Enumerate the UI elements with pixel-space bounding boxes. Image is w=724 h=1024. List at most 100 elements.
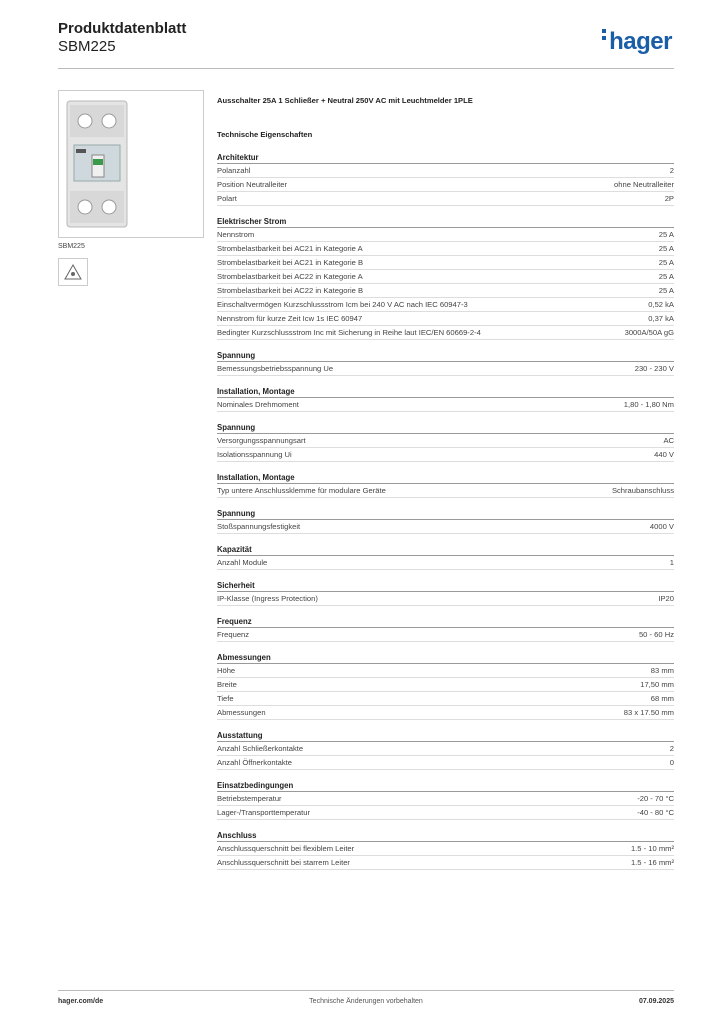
spec-label: Anschlussquerschnitt bei starrem Leiter [217,858,350,867]
spec-value: Schraubanschluss [611,486,674,495]
page-header: Produktdatenblatt SBM225 hager [58,20,674,70]
spec-label: Typ untere Anschlussklemme für modulare … [217,486,386,495]
spec-value: 25 A [658,244,674,253]
spec-value: 17,50 mm [640,680,674,689]
spec-label: Bedingter Kurzschlussstrom Inc mit Siche… [217,328,481,337]
spec-value: IP20 [658,594,674,603]
spec-value: 230 - 230 V [634,364,674,373]
footer-note: Technische Änderungen vorbehalten [309,998,423,1005]
spec-label: Nennstrom [217,230,255,239]
spec-value: 0,37 kA [648,314,674,323]
spec-value: ohne Neutralleiter [614,180,674,189]
spec-row: Bedingter Kurzschlussstrom Inc mit Siche… [217,326,674,340]
spec-row: IP-Klasse (Ingress Protection) IP20 [217,592,674,606]
section-heading: Elektrischer Strom [217,216,674,228]
spec-row: Nennstrom für kurze Zeit Icw 1s IEC 6094… [217,312,674,326]
document-title: Produktdatenblatt [58,20,187,37]
section-heading: Anschluss [217,830,674,842]
product-description: Ausschalter 25A 1 Schließer + Neutral 25… [217,96,473,105]
spec-label: Position Neutralleiter [217,180,288,189]
spec-value: 25 A [658,286,674,295]
section-heading: Spannung [217,350,674,362]
spec-value: 1.5 - 10 mm² [630,844,674,853]
spec-value: 0,52 kA [648,300,674,309]
spec-label: Anzahl Öffnerkontakte [217,758,292,767]
hager-logo: hager [602,28,672,56]
circuit-breaker-image [66,100,128,228]
spec-row: Polanzahl 2 [217,164,674,178]
spec-label: Anzahl Schließerkontakte [217,744,304,753]
spec-label: IP-Klasse (Ingress Protection) [217,594,318,603]
spec-value: 83 mm [650,666,674,675]
spec-value: 0 [669,758,674,767]
product-image-caption: SBM225 [58,243,85,250]
spec-value: 50 - 60 Hz [638,630,674,639]
section-heading: Abmessungen [217,652,674,664]
spec-row: Strombelastbarkeit bei AC22 in Kategorie… [217,284,674,298]
spec-label: Versorgungsspannungsart [217,436,306,445]
spec-label: Nennstrom für kurze Zeit Icw 1s IEC 6094… [217,314,363,323]
spec-label: Abmessungen [217,708,266,717]
spec-label: Strombelastbarkeit bei AC22 in Kategorie… [217,272,363,281]
spec-label: Strombelastbarkeit bei AC21 in Kategorie… [217,244,363,253]
spec-row: Anschlussquerschnitt bei flexiblem Leite… [217,842,674,856]
spec-label: Anzahl Module [217,558,268,567]
spec-row: Einschaltvermögen Kurzschlussstrom Icm b… [217,298,674,312]
logo-text: hager [609,28,672,55]
spec-value: 1.5 - 16 mm² [630,858,674,867]
spec-value: 83 x 17.50 mm [623,708,674,717]
section-heading: Ausstattung [217,730,674,742]
section-heading: Installation, Montage [217,386,674,398]
footer-date: 07.09.2025 [638,998,674,1005]
product-image-frame [58,90,204,238]
section-heading: Installation, Montage [217,472,674,484]
section-heading: Sicherheit [217,580,674,592]
spec-label: Tiefe [217,694,234,703]
logo-dots-icon [602,29,607,43]
spec-value: 1,80 - 1,80 Nm [623,400,674,409]
spec-row: Typ untere Anschlussklemme für modulare … [217,484,674,498]
spec-label: Polart [217,194,237,203]
spec-row: Lager-/Transporttemperatur-40 - 80 °C [217,806,674,820]
spec-row: Strombelastbarkeit bei AC22 in Kategorie… [217,270,674,284]
section-heading: Kapazität [217,544,674,556]
spec-label: Einschaltvermögen Kurzschlussstrom Icm b… [217,300,468,309]
certification-mark-icon [58,258,88,286]
technical-properties-heading: Technische Eigenschaften [217,130,313,139]
spec-value: 25 A [658,230,674,239]
spec-value: 2 [669,166,674,175]
spec-label: Höhe [217,666,236,675]
section-heading: Spannung [217,422,674,434]
spec-row: Strombelastbarkeit bei AC21 in Kategorie… [217,256,674,270]
spec-label: Betriebstemperatur [217,794,282,803]
website-link[interactable]: hager.com/de [58,998,104,1005]
main-content: Ausschalter 25A 1 Schließer + Neutral 25… [217,96,674,880]
spec-label: Polanzahl [217,166,251,175]
spec-label: Isolationsspannung Ui [217,450,292,459]
spec-value: 3000A/50A gG [624,328,674,337]
spec-row: Strombelastbarkeit bei AC21 in Kategorie… [217,242,674,256]
